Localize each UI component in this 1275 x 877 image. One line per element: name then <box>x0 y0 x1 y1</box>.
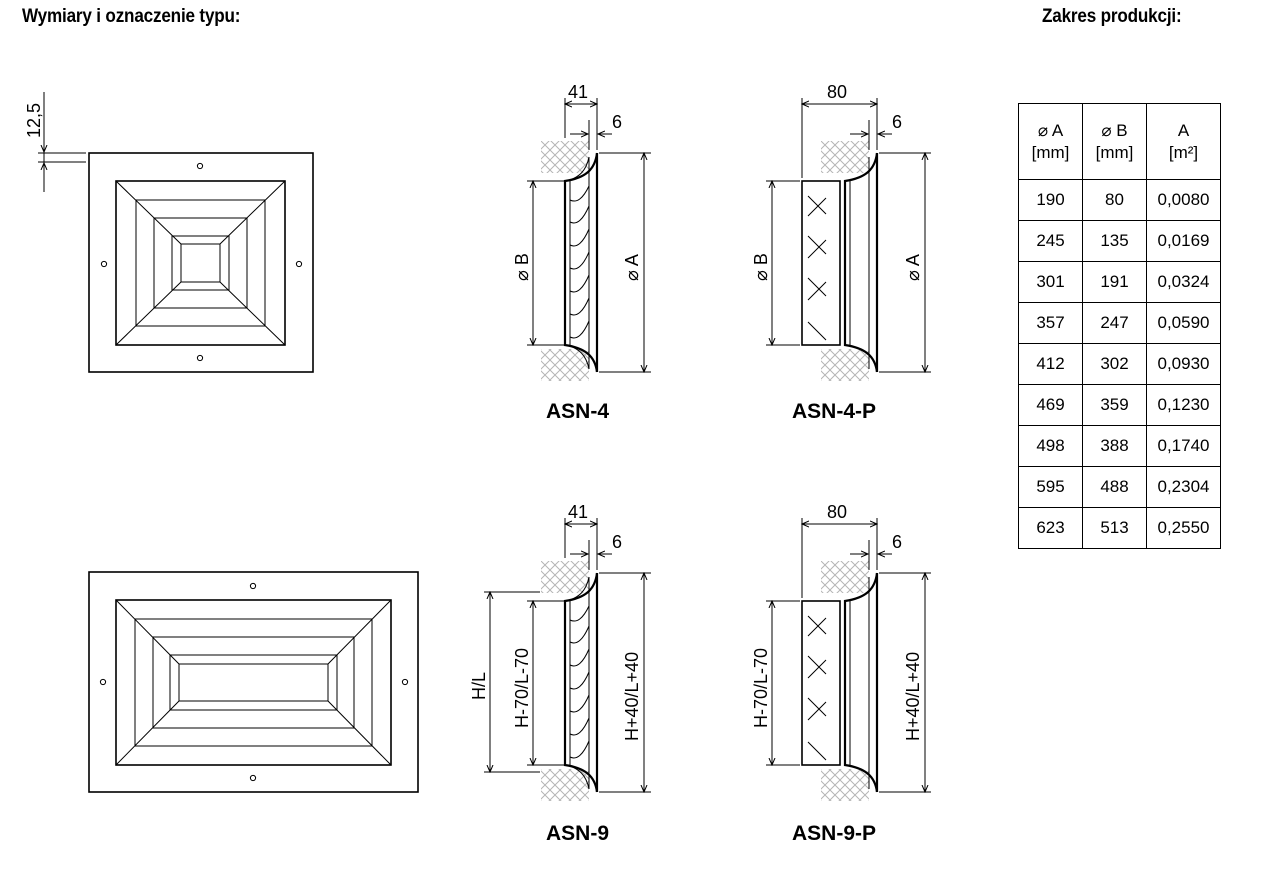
asn-9-p-section: 80 6 H-70/L-70 H+40/L+40 ASN-9-P <box>751 502 931 845</box>
table-cell: 498 <box>1018 425 1083 467</box>
asn-4-p-section: 80 6 ⌀ B ⌀ A ASN-4-P <box>751 82 931 423</box>
dimensions-heading: Wymiary i oznaczenie typu: <box>22 6 241 27</box>
table-cell: 0,1740 <box>1146 425 1221 467</box>
column-header-dia-b: ⌀ B [mm] <box>1082 103 1147 180</box>
asn-9-section: 41 6 H/L H-70/L-70 H+40/L+40 ASN-9 <box>469 502 651 845</box>
margin-dimension: 12,5 <box>24 92 86 192</box>
table-cell: 191 <box>1082 261 1147 303</box>
square-front-view <box>88 152 314 373</box>
production-range-heading: Zakres produkcji: <box>1042 6 1182 27</box>
asn-4-label: ASN-4 <box>546 400 609 423</box>
table-cell: 245 <box>1018 220 1083 262</box>
column-header-dia-a: ⌀ A [mm] <box>1018 103 1083 180</box>
asn-4-p-dia-a-label: ⌀ A <box>903 254 923 281</box>
asn-9-p-h70-label: H-70/L-70 <box>751 648 771 728</box>
asn-4-depth-label: 41 <box>568 82 588 102</box>
table-cell: 247 <box>1082 302 1147 344</box>
table-cell: 0,1230 <box>1146 384 1221 426</box>
margin-12-5-label: 12,5 <box>24 103 44 138</box>
asn-9-h70-label: H-70/L-70 <box>512 648 532 728</box>
table-cell: 412 <box>1018 343 1083 385</box>
asn-9-p-depth-label: 80 <box>827 502 847 522</box>
table-cell: 595 <box>1018 466 1083 508</box>
table-cell: 488 <box>1082 466 1147 508</box>
asn-4-lip-label: 6 <box>612 112 622 132</box>
asn-9-depth-label: 41 <box>568 502 588 522</box>
asn-4-p-depth-label: 80 <box>827 82 847 102</box>
table-cell: 0,0080 <box>1146 179 1221 221</box>
asn-4-dia-b-label: ⌀ B <box>512 253 532 281</box>
table-cell: 302 <box>1082 343 1147 385</box>
table-cell: 513 <box>1082 507 1147 549</box>
table-cell: 359 <box>1082 384 1147 426</box>
asn-4-p-lip-label: 6 <box>892 112 902 132</box>
asn-9-p-h40-label: H+40/L+40 <box>903 652 923 741</box>
column-header-area: A [m²] <box>1146 103 1221 180</box>
asn-9-p-label: ASN-9-P <box>792 822 876 845</box>
table-cell: 469 <box>1018 384 1083 426</box>
asn-9-lip-label: 6 <box>612 532 622 552</box>
table-cell: 388 <box>1082 425 1147 467</box>
table-cell: 301 <box>1018 261 1083 303</box>
table-cell: 0,0590 <box>1146 302 1221 344</box>
table-cell: 0,2304 <box>1146 466 1221 508</box>
table-cell: 0,0324 <box>1146 261 1221 303</box>
asn-4-p-label: ASN-4-P <box>792 400 876 423</box>
rectangular-front-view <box>88 571 419 793</box>
asn-4-p-dia-b-label: ⌀ B <box>751 253 771 281</box>
table-cell: 80 <box>1082 179 1147 221</box>
table-header-row: ⌀ A [mm] ⌀ B [mm] A [m²] <box>1018 103 1221 180</box>
table-cell: 135 <box>1082 220 1147 262</box>
asn-4-section: 41 6 ⌀ B ⌀ A ASN-4 <box>512 82 651 423</box>
asn-9-h-l-label: H/L <box>469 672 489 700</box>
table-cell: 623 <box>1018 507 1083 549</box>
table-cell: 0,2550 <box>1146 507 1221 549</box>
asn-4-dia-a-label: ⌀ A <box>622 254 642 281</box>
table-cell: 0,0930 <box>1146 343 1221 385</box>
table-cell: 357 <box>1018 302 1083 344</box>
table-cell: 190 <box>1018 179 1083 221</box>
asn-9-p-lip-label: 6 <box>892 532 902 552</box>
asn-9-label: ASN-9 <box>546 822 609 845</box>
asn-9-h40-label: H+40/L+40 <box>622 652 642 741</box>
table-cell: 0,0169 <box>1146 220 1221 262</box>
